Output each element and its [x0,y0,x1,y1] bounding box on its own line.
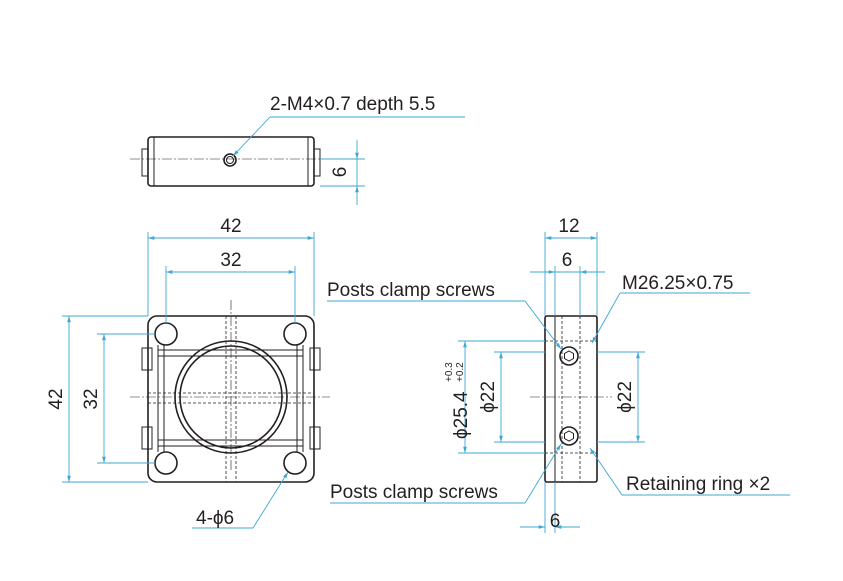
m4-tapped-hole-icon [223,153,237,167]
mount-hole-icon [154,451,178,475]
side-width-12: 12 [558,216,579,237]
top-height-dim-6: 6 [330,167,351,178]
bore-tolerance-upper: +0.3 [444,362,455,382]
top-hole-callout: 2-M4×0.7 depth 5.5 [270,94,435,115]
front-height-32: 32 [81,388,102,409]
inner-diameter-left: ϕ22 [478,381,499,413]
front-width-32: 32 [220,250,241,271]
bore-tolerance-lower: +0.2 [455,362,466,382]
inner-diameter-right: ϕ22 [615,381,636,413]
front-width-42: 42 [220,216,241,237]
side-view [327,232,790,533]
side-view-body [544,315,598,483]
mount-hole-icon [154,322,178,346]
mount-hole-icon [283,322,307,346]
top-left-stub [141,148,149,177]
mount-holes-callout: 4-ϕ6 [196,508,234,529]
retaining-ring-callout: Retaining ring ×2 [626,474,770,495]
top-view [130,116,465,205]
top-right-stub [313,148,321,177]
side-bottom-dim-6: 6 [550,511,561,532]
clamp-screw-icon [559,426,579,446]
front-view [62,232,330,529]
side-width-6: 6 [562,250,573,271]
posts-clamp-top-callout: Posts clamp screws [327,280,495,301]
clamp-screw-icon [559,346,579,366]
front-height-42: 42 [46,388,67,409]
thread-callout: M26.25×0.75 [622,273,733,294]
mount-hole-icon [283,451,307,475]
top-view-body [147,136,315,187]
posts-clamp-bottom-callout: Posts clamp screws [330,482,498,503]
bore-diameter-label: ϕ25.4 [451,391,472,439]
